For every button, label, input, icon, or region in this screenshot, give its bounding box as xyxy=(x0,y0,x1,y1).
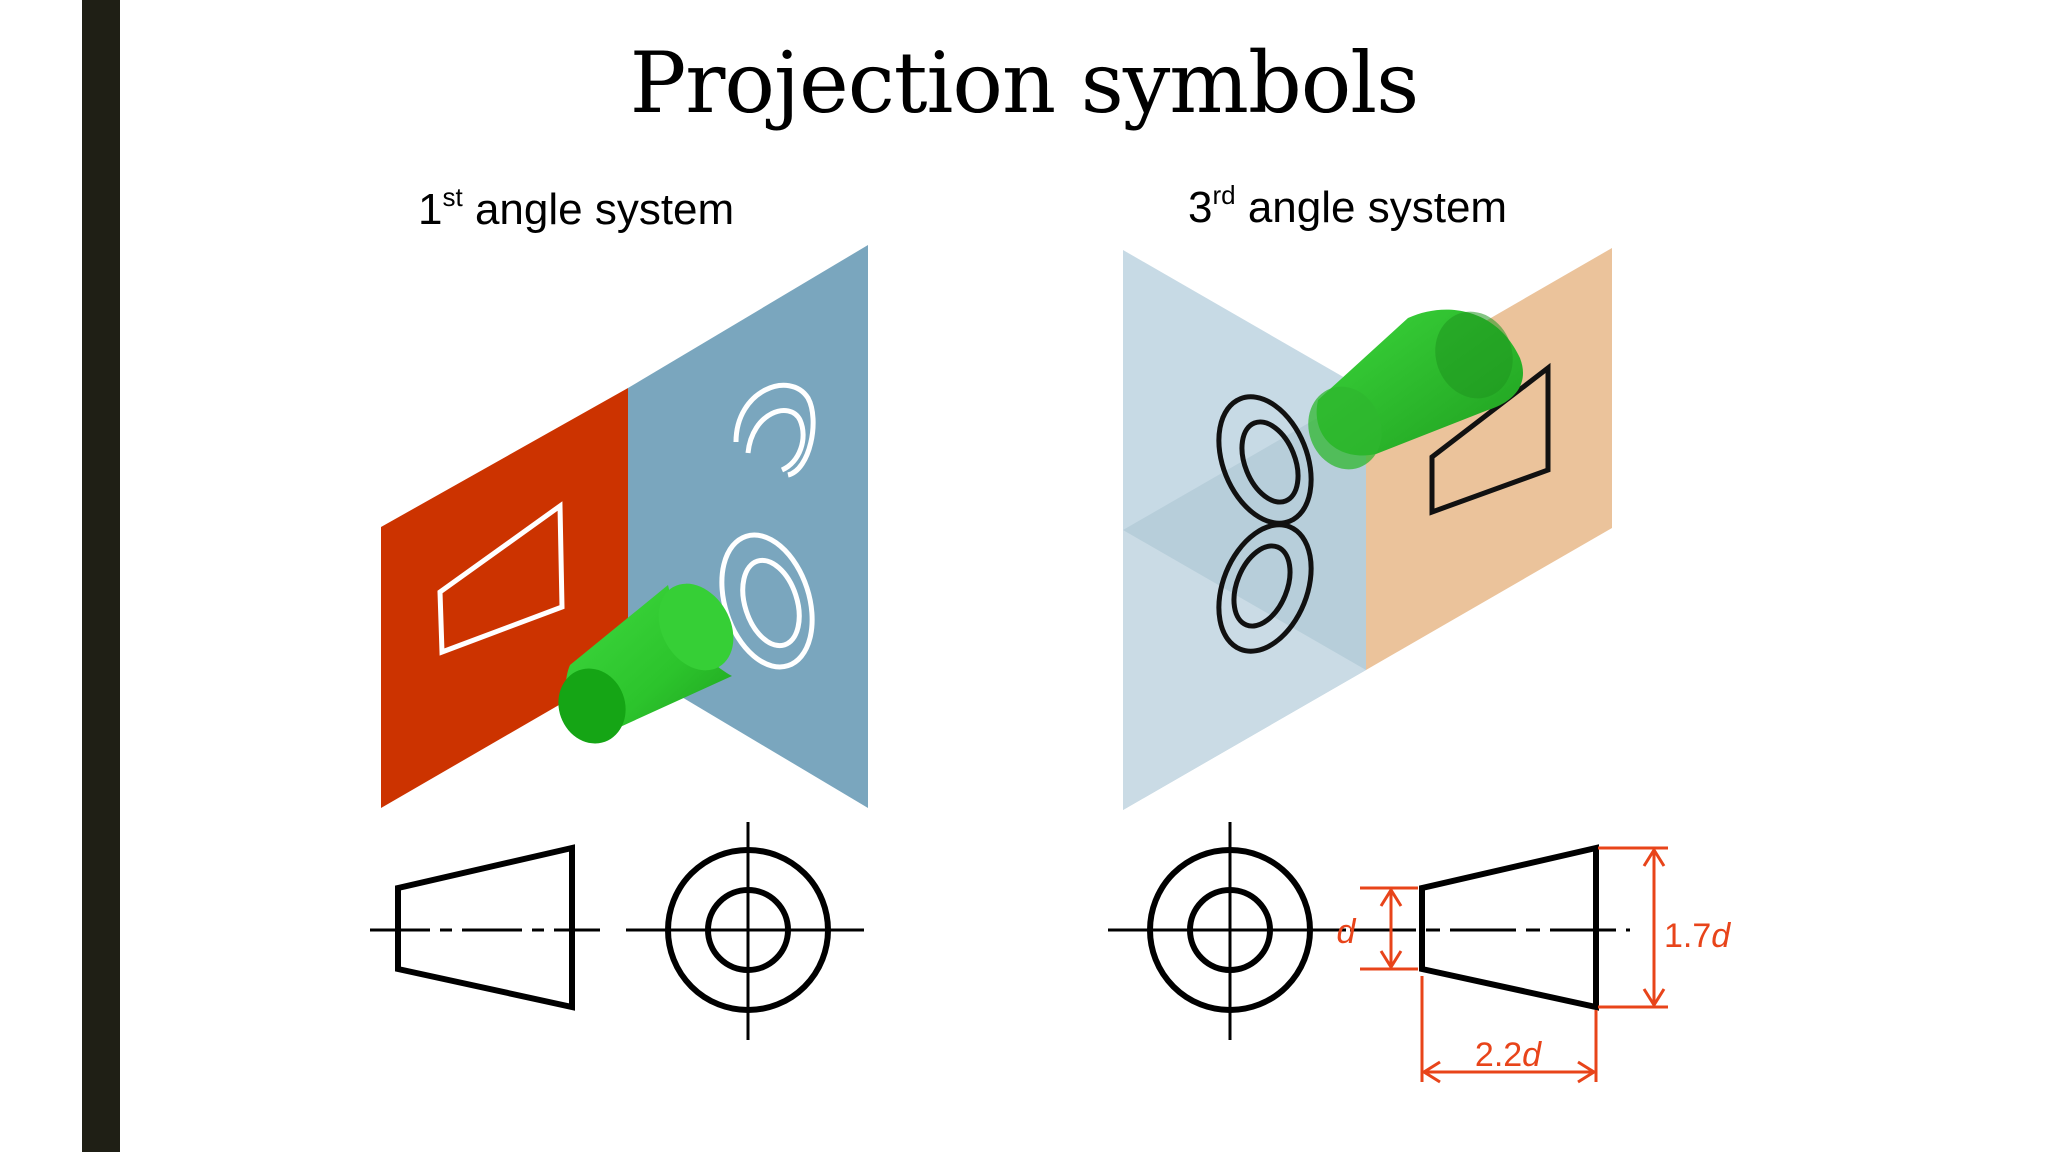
third-angle-peach-plane xyxy=(1366,248,1612,670)
third-angle-lower-plane xyxy=(1123,530,1366,810)
first-angle-red-plane xyxy=(381,388,628,808)
sidebar-accent-bar xyxy=(82,0,120,1152)
first-angle-symbol-inner-circle xyxy=(705,887,791,973)
third-angle-cone xyxy=(1308,309,1524,470)
first-angle-cone xyxy=(558,583,734,744)
third-angle-symbol xyxy=(1108,822,1630,1040)
third-angle-symbol-inner-circle xyxy=(1187,887,1273,973)
page-title: Projection symbols xyxy=(629,34,1420,132)
first-angle-heading: 1st angle system xyxy=(418,182,735,234)
first-angle-trapezoid-view xyxy=(437,501,565,656)
dimension-label-height: 1.7d xyxy=(1664,917,1731,955)
first-angle-symbol-outer-circle xyxy=(665,847,831,1013)
third-angle-heading: 3rd angle system xyxy=(1188,180,1508,232)
first-angle-symbol-trapezoid xyxy=(395,844,575,1011)
third-angle-isometric xyxy=(1123,248,1612,810)
first-angle-blue-plane xyxy=(628,245,868,808)
third-angle-symbol-trapezoid xyxy=(1419,844,1599,1011)
dimension-annotations xyxy=(1360,846,1668,1084)
first-angle-symbol xyxy=(370,822,864,1040)
dimension-label-d: d xyxy=(1337,913,1357,951)
first-angle-isometric xyxy=(381,245,868,808)
first-angle-arc-view xyxy=(733,382,816,478)
dimension-label-length: 2.2d xyxy=(1475,1036,1542,1074)
third-angle-circle-view-upper xyxy=(1216,394,1314,526)
third-angle-circle-view-lower xyxy=(1216,522,1314,654)
third-angle-symbol-outer-circle xyxy=(1147,847,1313,1013)
